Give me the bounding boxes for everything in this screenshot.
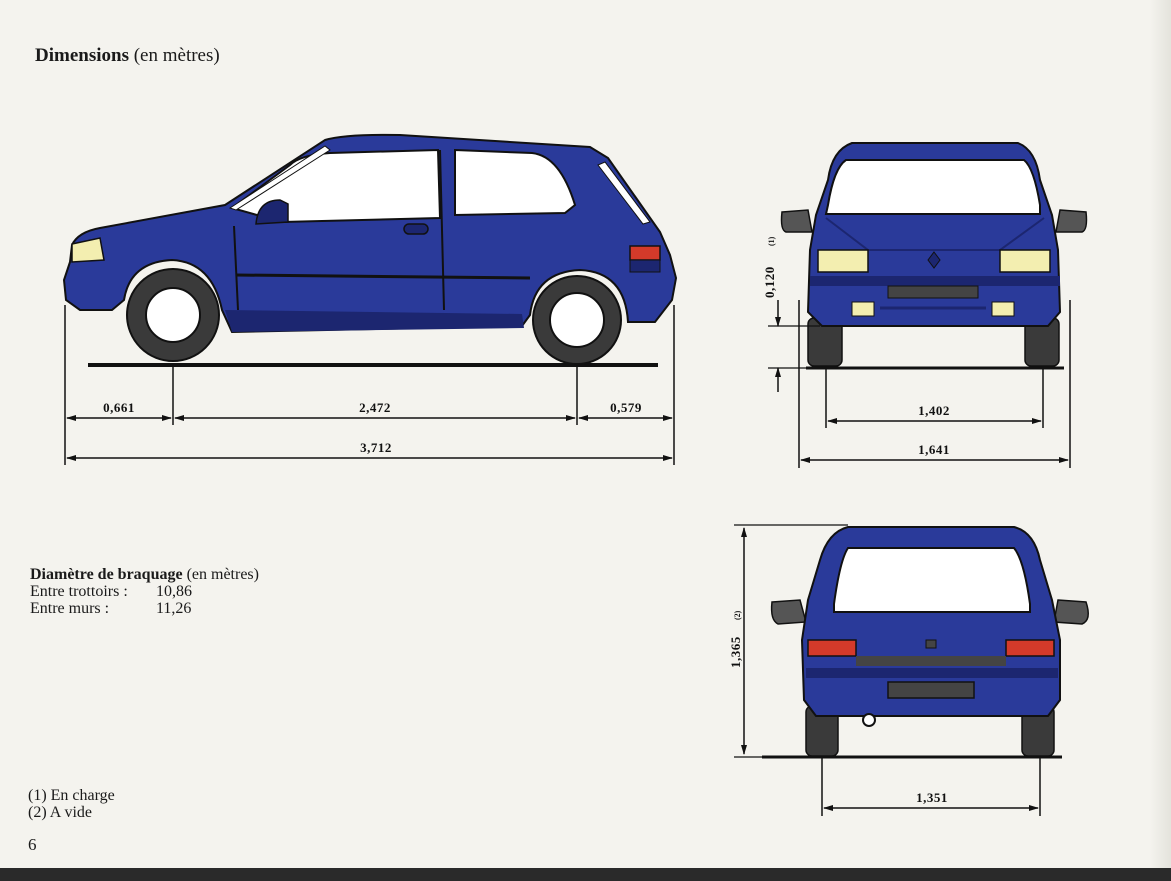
heading-unit: (en mètres) — [133, 45, 220, 66]
side-view-car — [62, 133, 678, 367]
heading-title: Dimensions — [35, 45, 129, 66]
front-view-car — [780, 142, 1088, 370]
overall-length-label: 3,712 — [360, 440, 392, 455]
rear-wheel — [532, 275, 622, 365]
turning-diameter-section: Diamètre de braquage (en mètres) Entre t… — [30, 566, 259, 617]
ground-clearance-note: (1) — [767, 236, 776, 246]
front-wheel — [126, 268, 220, 362]
front-overhang-label: 0,661 — [103, 400, 135, 415]
rear-view-dimensions: 1,365 (2) 1,351 — [728, 524, 1041, 816]
turning-row: Entre trottoirs : 10,86 — [30, 583, 259, 600]
turning-row-label: Entre murs : — [30, 600, 110, 617]
ground-clearance-label: 0,120 — [762, 266, 777, 298]
turning-title: Diamètre de braquage — [30, 566, 183, 583]
turning-row: Entre murs : 11,26 — [30, 600, 259, 617]
page-number: 6 — [28, 835, 37, 854]
rear-view-car — [762, 526, 1089, 759]
front-track-label: 1,402 — [918, 403, 950, 418]
footnote: (1) En charge — [28, 787, 115, 804]
height-label: 1,365 — [728, 636, 743, 668]
turning-unit: (en mètres) — [186, 566, 259, 583]
scan-bottom-edge — [0, 868, 1171, 881]
footnotes: (1) En charge (2) A vide — [28, 787, 115, 821]
page-edge-shadow — [1150, 0, 1171, 868]
height-note: (2) — [733, 610, 742, 620]
turning-row-value: 10,86 — [156, 583, 192, 600]
overall-width-label: 1,641 — [918, 442, 950, 457]
front-view-dimensions: 0,120 (1) 1,402 1,641 — [762, 236, 1071, 468]
footnote: (2) A vide — [28, 804, 92, 821]
rear-track-label: 1,351 — [916, 790, 948, 805]
turning-row-label: Entre trottoirs : — [30, 583, 128, 600]
page-heading: Dimensions (en mètres) — [35, 45, 220, 67]
wheelbase-label: 2,472 — [359, 400, 391, 415]
turning-row-value: 11,26 — [156, 600, 192, 617]
side-view-dimensions: 0,661 2,472 0,579 3,712 — [64, 305, 675, 465]
rear-overhang-label: 0,579 — [610, 400, 642, 415]
